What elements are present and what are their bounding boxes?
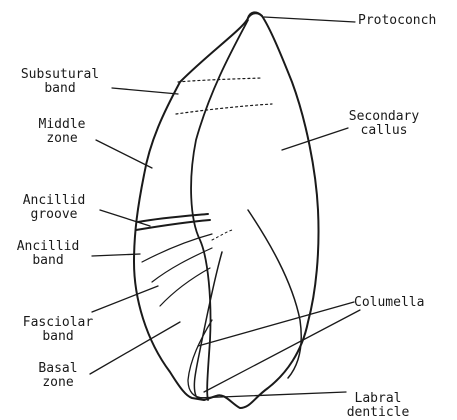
middle-zone-leader <box>96 140 152 168</box>
label-subsutural-band: Subsutural band <box>8 68 112 96</box>
label-labral-denticle: Labral denticle <box>338 392 418 420</box>
label-fasciolar-band: Fasciolar band <box>14 316 102 344</box>
label-ancillid-band-line2: band <box>8 254 88 268</box>
label-basal-zone: Basal zone <box>30 362 86 390</box>
label-secondary-callus-line1: Secondary <box>340 110 428 124</box>
fasciolar-band-leader <box>92 286 158 312</box>
label-subsutural-band-line2: band <box>8 82 112 96</box>
subsutural-band-leader <box>112 88 178 94</box>
secondary-callus-leader <box>282 128 348 150</box>
protoconch-leader <box>264 17 355 22</box>
label-subsutural-band-line1: Subsutural <box>8 68 112 82</box>
label-basal-zone-line2: zone <box>30 376 86 390</box>
ancillid-groove-leader <box>100 210 150 226</box>
label-labral-denticle-line1: Labral <box>338 392 418 406</box>
ancillid-band-leader <box>92 254 140 256</box>
label-ancillid-groove-line1: Ancillid <box>14 194 94 208</box>
label-middle-zone-line1: Middle <box>30 118 94 132</box>
label-labral-denticle-line2: denticle <box>338 406 418 420</box>
protoconch-tip <box>248 12 262 18</box>
ancillid-band-line <box>142 234 212 262</box>
label-ancillid-groove: Ancillid groove <box>14 194 94 222</box>
subsutural-dotted-upper <box>178 78 262 82</box>
label-fasciolar-band-line2: band <box>14 330 102 344</box>
subsutural-dotted-lower <box>176 104 272 114</box>
fasciolar-band-dotted <box>212 230 232 240</box>
label-ancillid-groove-line2: groove <box>14 208 94 222</box>
label-ancillid-band: Ancillid band <box>8 240 88 268</box>
fasciolar-band-line-2 <box>160 268 210 306</box>
shell-outline <box>134 13 319 408</box>
label-fasciolar-band-line1: Fasciolar <box>14 316 102 330</box>
columella-leader-upper <box>198 302 354 346</box>
label-middle-zone-line2: zone <box>30 132 94 146</box>
label-secondary-callus-line2: callus <box>340 124 428 138</box>
label-secondary-callus: Secondary callus <box>340 110 428 138</box>
label-ancillid-band-line1: Ancillid <box>8 240 88 254</box>
aperture-edge <box>248 210 301 378</box>
label-basal-zone-line1: Basal <box>30 362 86 376</box>
label-middle-zone: Middle zone <box>30 118 94 146</box>
label-protoconch: Protoconch <box>358 14 436 28</box>
label-columella: Columella <box>354 296 424 310</box>
